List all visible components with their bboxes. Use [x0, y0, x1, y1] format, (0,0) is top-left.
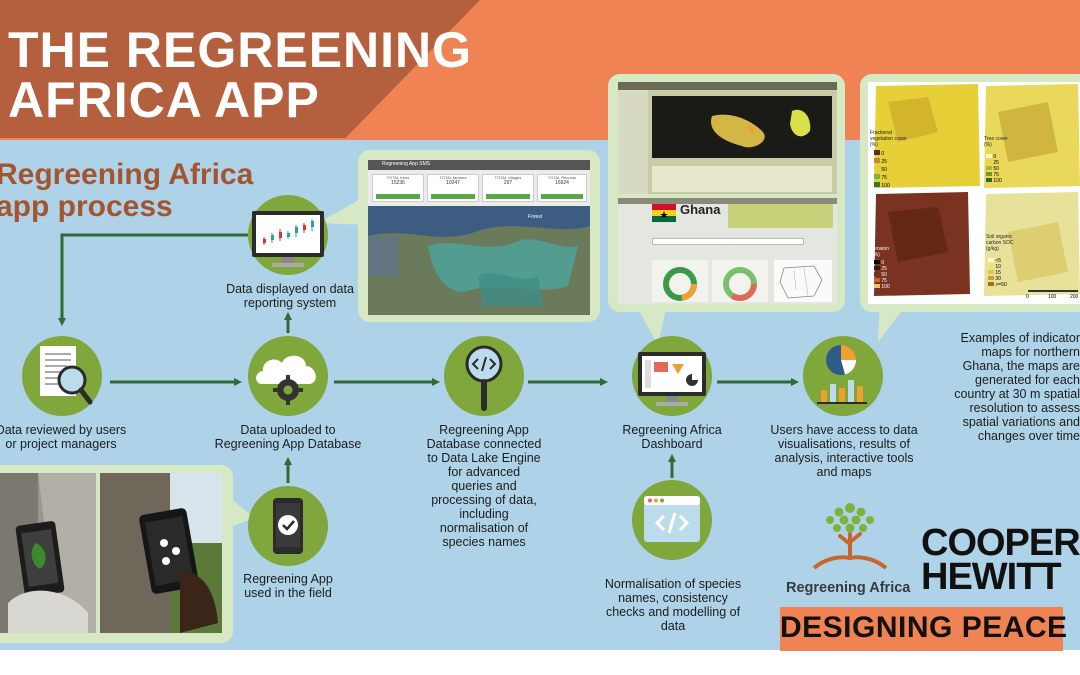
fvc-legend-2: 50 [881, 167, 887, 173]
soc-legend-3: 30 [995, 276, 1001, 282]
soc-legend-2: 15 [995, 270, 1001, 276]
cooper-hewitt-logo: COOPER HEWITT [921, 522, 1080, 598]
title-line-2: AFRICA APP [8, 72, 320, 128]
map-forest-label: Forest [528, 214, 543, 220]
tree-legend-2: 50 [993, 166, 999, 172]
dashboard-screenshot-top [618, 82, 837, 194]
normalisation-label: Normalisation of species names, consiste… [604, 577, 742, 633]
dashboard-country: Ghana [680, 202, 721, 217]
stat-3-value: 297 [503, 180, 513, 186]
document-search-icon [40, 346, 93, 405]
scale-bar [1028, 290, 1078, 292]
indicator-maps-graphic [874, 84, 1080, 296]
regreening-logo-text: Regreening Africa [786, 580, 911, 596]
scale-100: 100 [1048, 294, 1057, 300]
dashboard-screenshot-bottom: Ghana [618, 198, 837, 304]
tree-legend-1: 25 [993, 160, 999, 166]
scale-200: 200 [1070, 294, 1079, 300]
erosion-legend-title: Erosion (%) [872, 246, 889, 258]
reviewed-label: Data reviewed by users or project manage… [0, 423, 127, 451]
maps-callout-pointer [878, 300, 910, 342]
field-app-label: Regreening App used in the field [243, 572, 333, 600]
erosion-legend-3: 75 [881, 278, 887, 284]
monitor-chart-icon [252, 211, 324, 267]
fvc-legend-0: 0 [881, 151, 885, 157]
reporting-stats: TOTAL trees 15236 TOTAL farmers 10247 TO… [372, 174, 587, 202]
normalisation-circle [632, 480, 712, 560]
cooper-text: COOPER [921, 522, 1080, 564]
reporting-screenshot: Regreening App SMS TOTAL trees 15236 TOT… [368, 160, 590, 315]
tree-legend-3: 75 [993, 172, 999, 178]
designing-peace-text: DESIGNING PEACE [780, 611, 1068, 644]
database-circle [444, 336, 524, 416]
soc-legend: <5 10 15 30 >=50 [988, 258, 1007, 288]
smartphone-check-icon [273, 498, 303, 554]
stat-card-1: TOTAL trees 15236 [372, 174, 424, 202]
dashboard-circle [632, 336, 712, 416]
subtitle-line-2: app process [0, 190, 173, 223]
stat-1-value: 15236 [391, 180, 405, 186]
code-magnifier-icon [465, 345, 503, 411]
stat-4-value: 16924 [555, 180, 569, 186]
stat-3-label: TOTAL villages [494, 175, 522, 180]
soc-legend-4: >=50 [995, 282, 1007, 288]
tree-legend-4: 100 [993, 178, 1002, 184]
field-photo-1 [0, 473, 96, 633]
pie-bar-chart-icon [817, 345, 867, 404]
erosion-legend-0: 0 [881, 260, 885, 266]
tree-legend: 0 25 50 75 100 [986, 154, 1002, 184]
cloud-gear-icon [256, 355, 316, 405]
stat-4-label: TOTAL Records [547, 175, 577, 180]
indicator-maps: Fractional vegetation cover (%) 0 25 50 … [868, 82, 1080, 304]
access-label: Users have access to data visualisations… [770, 423, 918, 479]
examples-label: Examples of indicator maps for northern … [954, 331, 1080, 443]
fvc-legend-3: 75 [881, 175, 887, 181]
fvc-legend-4: 100 [881, 183, 890, 189]
erosion-legend: 0 25 50 75 100 [874, 260, 890, 290]
tree-legend-0: 0 [993, 154, 997, 160]
ghana-flag [652, 204, 676, 222]
hewitt-text: HEWITT [921, 556, 1062, 598]
database-label: Regreening App Database connected to Dat… [426, 423, 542, 549]
erosion-legend-4: 100 [881, 284, 890, 290]
title-line-1: THE REGREENING [8, 22, 473, 78]
fvc-legend: 0 25 50 75 100 [874, 150, 890, 190]
erosion-legend-1: 25 [881, 266, 887, 272]
designing-peace-banner: DESIGNING PEACE [780, 607, 1068, 651]
stat-2-label: TOTAL farmers [439, 175, 467, 180]
reporting-map: Forest [368, 206, 590, 315]
fvc-legend-title: Fractional vegetation cover (%) [870, 130, 907, 148]
tree-legend-title: Tree cover (%) [984, 136, 1008, 148]
reporting-header-bar: Regreening App SMS [368, 160, 590, 170]
subtitle-line-1: Regreening Africa [0, 158, 254, 191]
soc-legend-0: <5 [995, 258, 1002, 264]
photo-callout-pointer [228, 496, 254, 528]
display-circle [248, 195, 328, 275]
displayed-label: Data displayed on data reporting system [226, 282, 354, 310]
field-photo-2 [100, 473, 222, 633]
fvc-legend-1: 25 [881, 159, 887, 165]
erosion-legend-2: 50 [881, 272, 887, 278]
soc-legend-1: 10 [995, 264, 1001, 270]
stat-1-label: TOTAL trees [386, 175, 410, 180]
dashboard-monitor-icon [638, 352, 706, 406]
dashboard-callout-pointer [633, 300, 668, 345]
stat-2-value: 10247 [446, 180, 460, 186]
code-window-icon [644, 496, 700, 542]
field-app-circle [248, 486, 328, 566]
review-circle [22, 336, 102, 416]
reporting-header-text: Regreening App SMS [382, 161, 431, 167]
stat-card-4: TOTAL Records 16924 [537, 174, 587, 202]
stat-card-2: TOTAL farmers 10247 [427, 174, 479, 202]
upload-circle [248, 336, 328, 416]
scale-0: 0 [1026, 294, 1029, 300]
stat-card-3: TOTAL villages 297 [482, 174, 534, 202]
dashboard-label: Regreening Africa Dashboard [622, 423, 722, 451]
bottom-strip [0, 650, 1080, 675]
access-circle [803, 336, 883, 416]
regreening-tree-logo [812, 503, 888, 570]
soc-legend-title: Soil organic carbon SOC (g/kg) [986, 234, 1014, 252]
uploaded-label: Data uploaded to Regreening App Database [214, 423, 362, 451]
